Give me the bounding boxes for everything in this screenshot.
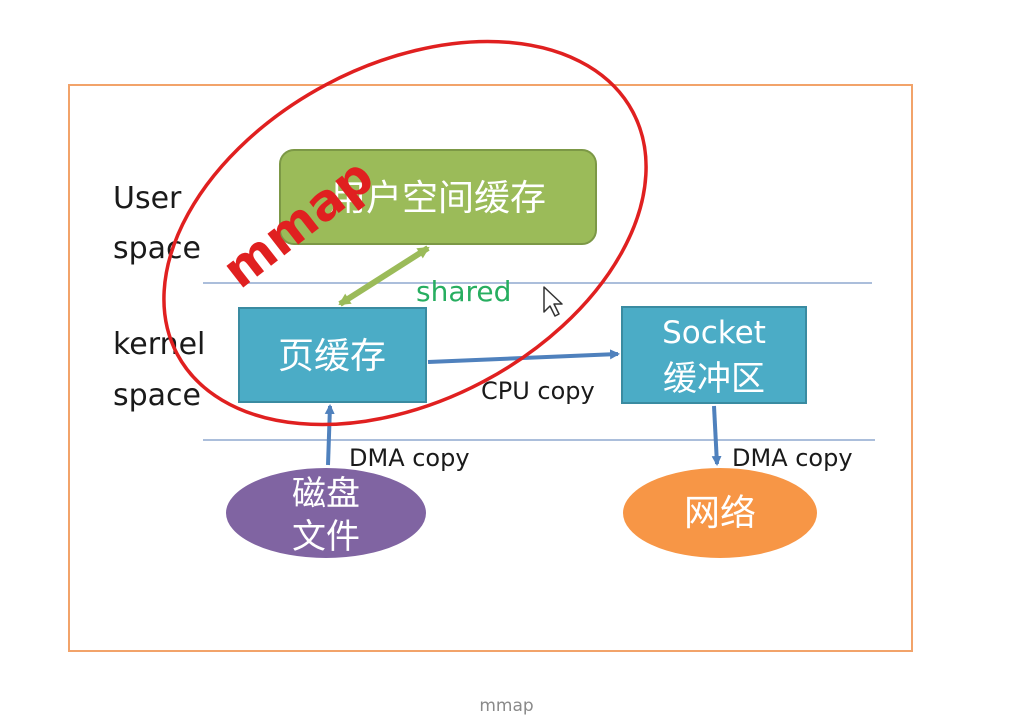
page-cache-label: 页缓存 (278, 336, 386, 377)
dma-copy-disk-arrow (324, 404, 335, 466)
shared-label: shared (416, 275, 511, 308)
diagram-frame (68, 84, 913, 652)
figure-caption: mmap (479, 696, 534, 716)
cpu-copy-label: CPU copy (481, 377, 595, 405)
dma-copy-net-label: DMA copy (732, 444, 853, 472)
mmap-annotation-ellipse (162, 39, 648, 427)
dma-copy-disk-label: DMA copy (349, 444, 470, 472)
user-space-label-line1: User (113, 181, 182, 216)
shared-arrow (338, 245, 430, 307)
page-cache-box (238, 307, 427, 403)
user-space-label-line2: space (113, 231, 201, 266)
socket-buffer-label-line2: 缓冲区 (663, 359, 765, 399)
disk-file-node (224, 466, 428, 560)
user-buffer-label: 用户空间缓存 (330, 178, 546, 219)
user-buffer-box (279, 149, 597, 245)
network-node (621, 466, 819, 560)
disk-file-label-line2: 文件 (292, 517, 360, 557)
kernel-space-label-line1: kernel (113, 327, 205, 362)
disk-file-label-line1: 磁盘 (292, 474, 360, 514)
kernel-space-label-line2: space (113, 378, 201, 413)
socket-buffer-box (621, 306, 807, 404)
network-label: 网络 (684, 493, 756, 534)
dma-copy-net-arrow (711, 405, 722, 466)
mouse-pointer-icon (543, 286, 563, 317)
socket-buffer-label-line1: Socket (662, 315, 766, 351)
